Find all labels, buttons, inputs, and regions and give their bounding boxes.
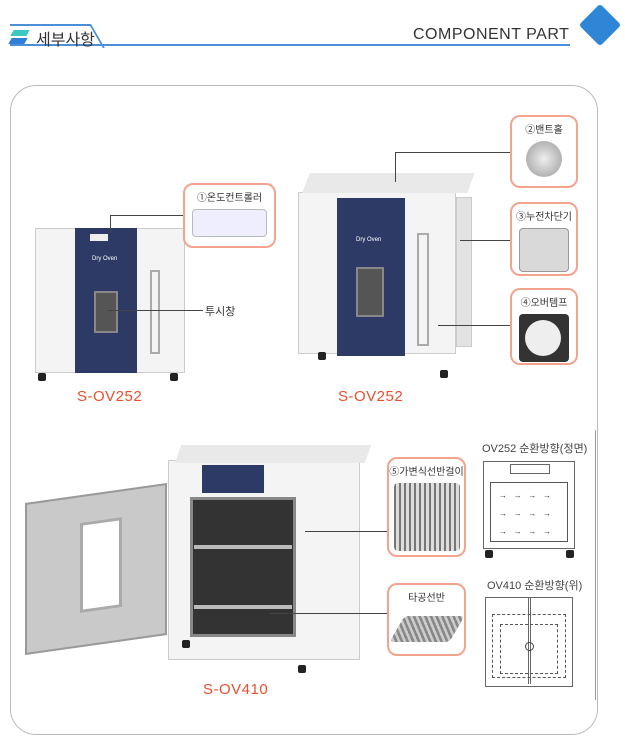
wheel	[38, 373, 46, 381]
callout-temperature-controller: ①온도컨트롤러	[183, 183, 276, 248]
controller-outline	[510, 464, 550, 474]
callout-label: ③누전차단기	[516, 212, 572, 223]
viewing-window	[356, 267, 384, 317]
model-label: S-OV252	[77, 388, 143, 405]
wheel	[566, 550, 574, 558]
controller-display	[90, 234, 108, 241]
header-bullet-icon	[10, 30, 30, 36]
callout-perforated-shelf: 타공선반	[387, 583, 466, 656]
wheel	[298, 665, 306, 673]
door-split	[528, 598, 531, 684]
door-handle	[150, 270, 160, 354]
window-label: 투시창	[205, 306, 236, 318]
leader-line	[110, 215, 111, 233]
header-underline	[10, 44, 570, 46]
diagram-caption: OV252 순환방향(정면)	[482, 443, 588, 455]
shelf	[194, 545, 292, 549]
leader-line	[110, 215, 183, 216]
oven-top	[302, 173, 475, 193]
callout-label: ②밴트홀	[525, 125, 563, 136]
wheel	[182, 640, 190, 648]
shelf-bracket-image	[393, 483, 460, 551]
leader-line	[270, 613, 387, 614]
srm-logo	[578, 3, 622, 47]
airflow-outer	[492, 614, 566, 678]
oven-top	[174, 445, 372, 463]
callout-circuit-breaker: ③누전차단기	[510, 202, 578, 276]
vent-hole-image	[526, 141, 562, 177]
page-edge-line	[595, 430, 596, 700]
leader-line	[438, 325, 510, 326]
callout-label: ⑤가변식선반걸이	[389, 467, 464, 478]
leader-line	[395, 152, 510, 153]
callout-label: 타공선반	[408, 593, 445, 604]
breaker-image	[519, 228, 569, 272]
page-title: 세부사항	[36, 32, 95, 49]
oven-chamber	[190, 497, 296, 637]
leader-line	[108, 310, 203, 311]
callout-over-temp: ④오버템프	[510, 288, 578, 365]
oven-brand-text: Dry Oven	[356, 237, 382, 243]
diagram-caption: OV410 순환방향(위)	[487, 580, 583, 592]
controller-image	[192, 209, 267, 237]
perforated-shelf-image	[388, 616, 465, 642]
callout-label: ①온도컨트롤러	[196, 193, 263, 204]
content-frame	[10, 85, 598, 735]
chamber-outline: → → → →→ → → →→ → → →	[490, 482, 568, 542]
oven-side	[456, 197, 472, 347]
wheel	[440, 370, 448, 378]
header-rule	[10, 24, 90, 26]
wheel	[318, 352, 326, 360]
callout-vent-hole: ②밴트홀	[510, 115, 578, 188]
leader-line	[395, 152, 396, 182]
over-temp-dial-image	[519, 314, 569, 362]
wheel	[485, 550, 493, 558]
airflow-diagram-ov410	[485, 597, 573, 687]
wheel	[170, 373, 178, 381]
model-label: S-OV410	[203, 681, 269, 698]
leader-line	[305, 531, 387, 532]
page-subtitle: COMPONENT PART	[413, 26, 570, 43]
viewing-window	[94, 291, 118, 333]
shelf	[194, 605, 292, 609]
controller-panel	[202, 465, 264, 493]
callout-adjustable-shelf-bracket: ⑤가변식선반걸이	[387, 457, 466, 557]
callout-label: ④오버템프	[520, 298, 568, 309]
model-label: S-OV252	[338, 388, 404, 405]
fan-icon	[525, 642, 534, 651]
door-handle	[417, 233, 429, 346]
door-window	[80, 517, 122, 613]
airflow-diagram-ov252: → → → →→ → → →→ → → →	[483, 461, 575, 549]
airflow-inner	[500, 624, 558, 674]
oven-brand-text: Dry Oven	[92, 256, 118, 262]
leader-line	[460, 240, 510, 241]
